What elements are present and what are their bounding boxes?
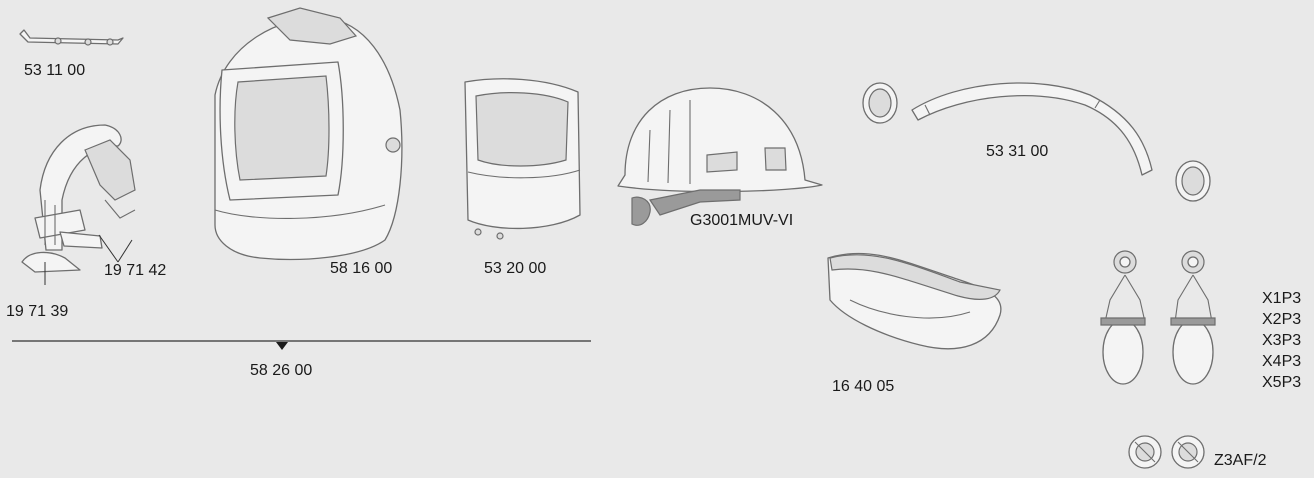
headband-strap-drawing [20, 30, 123, 45]
assembly-marker-triangle [276, 342, 288, 350]
label-197142: 19 71 42 [104, 262, 166, 280]
hard-hat-drawing [618, 88, 822, 225]
label-197139: 19 71 39 [6, 303, 68, 321]
label-x2p3: X2P3 [1262, 311, 1301, 329]
label-x1p3: X1P3 [1262, 290, 1301, 308]
label-x4p3: X4P3 [1262, 353, 1301, 371]
welding-helmet-drawing [215, 8, 402, 259]
label-z3af-2: Z3AF/2 [1214, 452, 1266, 470]
label-164005: 16 40 05 [832, 378, 894, 396]
z3af-attachment-drawing [1129, 436, 1204, 468]
headband-mechanism-drawing [22, 125, 135, 272]
leader-line-197142 [99, 235, 132, 262]
label-582600: 58 26 00 [250, 362, 312, 380]
ear-muff-adapter-drawing [1101, 251, 1215, 384]
label-x5p3: X5P3 [1262, 374, 1301, 392]
adapter-strip-drawing [863, 83, 1210, 201]
label-g3001muv-vi: G3001MUV-VI [690, 212, 793, 230]
label-533100: 53 31 00 [986, 143, 1048, 161]
label-532000: 53 20 00 [484, 260, 546, 278]
label-581600: 58 16 00 [330, 260, 392, 278]
label-x3p3: X3P3 [1262, 332, 1301, 350]
sweatband-drawing [828, 253, 1001, 348]
visor-drawing [465, 79, 580, 239]
label-531100: 53 11 00 [24, 62, 85, 80]
